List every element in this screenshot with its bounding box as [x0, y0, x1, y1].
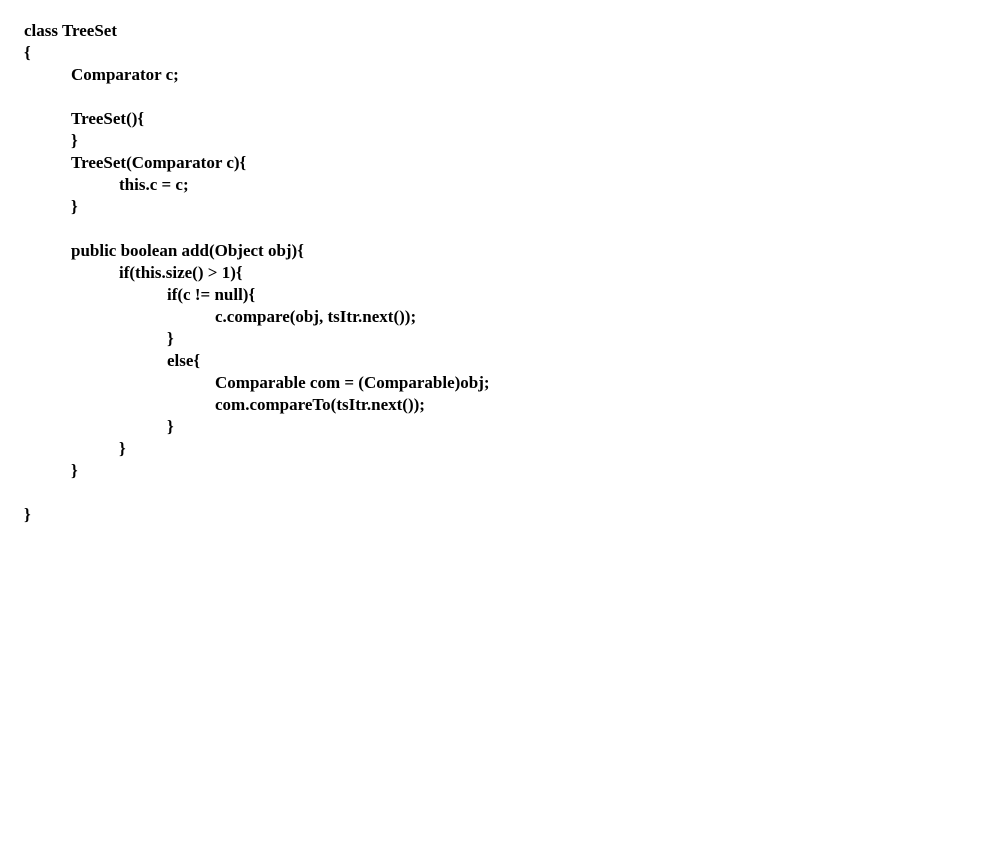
- code-line: Comparator c;: [71, 65, 179, 84]
- code-line: TreeSet(Comparator c){: [71, 153, 247, 172]
- code-line: }: [167, 329, 174, 348]
- code-line: Comparable com = (Comparable)obj;: [215, 373, 490, 392]
- code-line: class TreeSet: [24, 21, 118, 40]
- blank-line: [24, 482, 984, 504]
- code-line: com.compareTo(tsItr.next());: [215, 395, 425, 414]
- code-line: else{: [167, 351, 201, 370]
- code-line: c.compare(obj, tsItr.next());: [215, 307, 417, 326]
- blank-line: [24, 86, 984, 108]
- code-line: }: [24, 505, 31, 524]
- code-line: TreeSet(){: [71, 109, 145, 128]
- code-line: if(this.size() > 1){: [119, 263, 243, 282]
- code-line: {: [24, 43, 31, 62]
- code-line: }: [71, 461, 78, 480]
- code-listing: class TreeSet { Comparator c; TreeSet(){…: [24, 20, 984, 526]
- code-line: }: [167, 417, 174, 436]
- code-line: public boolean add(Object obj){: [71, 241, 304, 260]
- code-line: }: [119, 439, 126, 458]
- code-line: if(c != null){: [167, 285, 256, 304]
- code-line: }: [71, 197, 78, 216]
- code-line: }: [71, 131, 78, 150]
- code-line: this.c = c;: [119, 175, 189, 194]
- blank-line: [24, 218, 984, 240]
